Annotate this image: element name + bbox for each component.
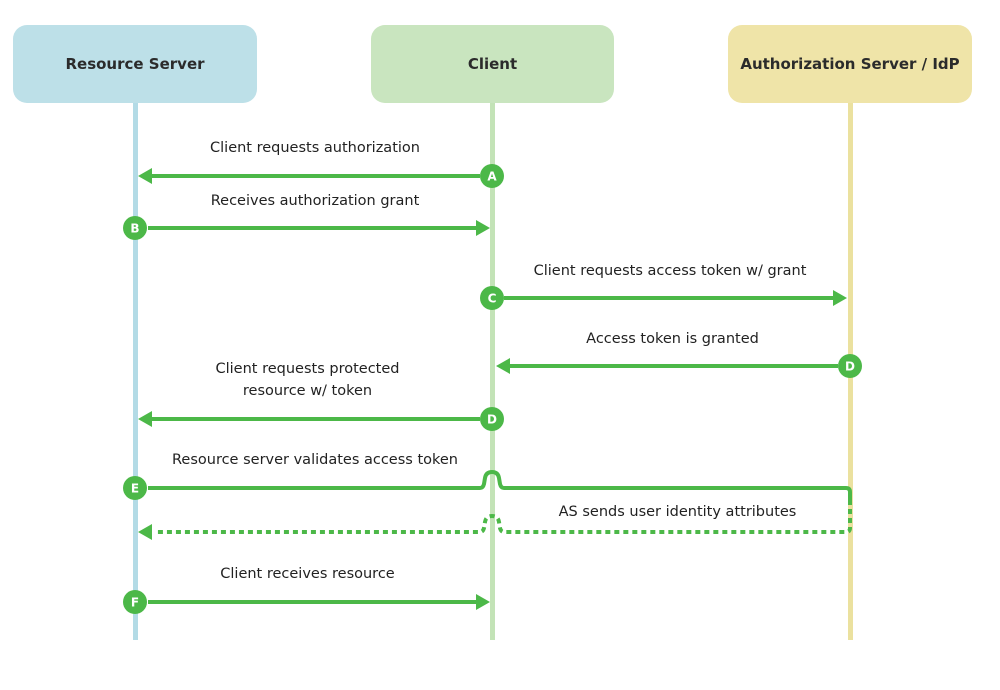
lifeline-client [490, 103, 495, 640]
svg-text:A: A [487, 170, 497, 184]
svg-text:E: E [131, 482, 139, 496]
arrow-d-protected [138, 411, 480, 427]
arrow-b [148, 220, 490, 236]
badge-d-auth: D [838, 354, 862, 378]
arrow-d-granted [496, 358, 838, 374]
message-label-a: Client requests authorization [210, 140, 420, 156]
svg-text:D: D [487, 413, 497, 427]
message-label-e: Resource server validates access token [171, 452, 458, 468]
arrow-as-sends [138, 500, 852, 540]
message-label-as-sends: AS sends user identity attributes [558, 504, 797, 520]
arrow-c [504, 290, 847, 306]
message-label-c: Client requests access token w/ grant [533, 263, 807, 279]
message-label-d-granted: Access token is granted [586, 331, 759, 347]
svg-text:B: B [130, 222, 139, 236]
arrow-a [138, 168, 480, 184]
svg-text:F: F [131, 596, 139, 610]
actor-label-resource-server: Resource Server [65, 55, 205, 73]
svg-text:D: D [845, 360, 855, 374]
actor-resource-server: Resource Server [13, 25, 257, 103]
arrow-e [148, 469, 852, 500]
badge-c: C [480, 286, 504, 310]
lifeline-resource-server [133, 103, 138, 640]
actor-authorization-server: Authorization Server / IdP [728, 25, 972, 103]
message-label-d-protected: Client requests protected resource w/ to… [215, 361, 400, 399]
actor-label-client: Client [467, 55, 518, 73]
arrow-f [148, 594, 490, 610]
badge-d-client: D [480, 407, 504, 431]
message-label-b: Receives authorization grant [210, 193, 420, 209]
badge-b: B [123, 216, 147, 240]
message-label-f: Client receives resource [220, 566, 395, 582]
badge-f: F [123, 590, 147, 614]
badge-a: A [480, 164, 504, 188]
actor-label-authorization-server: Authorization Server / IdP [740, 55, 960, 73]
actor-client: Client [371, 25, 614, 103]
svg-text:C: C [488, 292, 497, 306]
badge-e: E [123, 476, 147, 500]
